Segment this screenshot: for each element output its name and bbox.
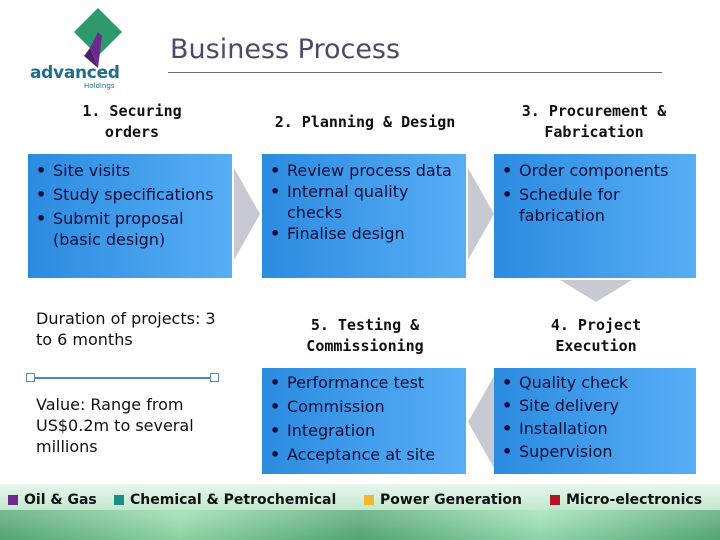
step-2-box: Review process data Internal quality che… bbox=[262, 154, 466, 278]
logo-subtext: Holdings bbox=[84, 82, 115, 90]
step-5-item: Commission bbox=[270, 396, 460, 417]
step-4-heading: 4. Project Execution bbox=[550, 316, 642, 355]
line-handle-left bbox=[26, 373, 35, 382]
duration-note: Duration of projects: 3 to 6 months bbox=[36, 309, 216, 349]
step-3-item: Schedule for fabrication bbox=[502, 184, 690, 226]
step-3-list: Order components Schedule for fabricatio… bbox=[502, 160, 690, 226]
step-1-item: Submit proposal (basic design) bbox=[36, 208, 226, 250]
square-bullet-icon bbox=[550, 495, 560, 505]
step-4-item: Site delivery bbox=[502, 395, 690, 416]
page-title: Business Process bbox=[170, 34, 401, 65]
square-bullet-icon bbox=[8, 495, 18, 505]
step-5-item: Acceptance at site bbox=[270, 444, 460, 465]
divider-line bbox=[32, 377, 216, 379]
title-divider bbox=[168, 72, 662, 73]
footer-item-chemical: Chemical & Petrochemical bbox=[114, 492, 336, 508]
step-1-item: Site visits bbox=[36, 160, 226, 181]
step-4-item: Supervision bbox=[502, 441, 690, 462]
step-3-heading: 3. Procurement & Fabrication bbox=[521, 102, 667, 141]
step-2-item: Finalise design bbox=[270, 223, 460, 244]
step-1-heading: 1. Securing orders bbox=[82, 102, 182, 141]
step-1-box: Site visits Study specifications Submit … bbox=[28, 154, 232, 278]
step-4-list: Quality check Site delivery Installation… bbox=[502, 372, 690, 462]
company-logo bbox=[28, 6, 138, 92]
square-bullet-icon bbox=[364, 495, 374, 505]
step-1-list: Site visits Study specifications Submit … bbox=[36, 160, 226, 250]
step-3-box: Order components Schedule for fabricatio… bbox=[494, 154, 696, 278]
step-3-item: Order components bbox=[502, 160, 690, 181]
step-4-item: Quality check bbox=[502, 372, 690, 393]
value-note: Value: Range from US$0.2m to several mil… bbox=[36, 395, 194, 456]
arrow-right-icon bbox=[234, 168, 260, 260]
step-5-list: Performance test Commission Integration … bbox=[270, 372, 460, 465]
step-4-item: Installation bbox=[502, 418, 690, 439]
logo-text: advanced bbox=[30, 63, 120, 83]
step-2-heading: 2. Planning & Design bbox=[274, 112, 456, 131]
step-5-heading: 5. Testing & Commissioning bbox=[306, 316, 424, 355]
footer-background-image bbox=[0, 510, 720, 540]
step-5-item: Integration bbox=[270, 420, 460, 441]
step-2-item: Internal quality checks bbox=[270, 181, 460, 223]
logo-mark-icon bbox=[74, 8, 122, 68]
step-5-item: Performance test bbox=[270, 372, 460, 393]
arrow-left-icon bbox=[468, 376, 494, 468]
footer-item-oil-gas: Oil & Gas bbox=[8, 492, 97, 508]
step-1-item: Study specifications bbox=[36, 184, 226, 205]
step-5-box: Performance test Commission Integration … bbox=[262, 368, 466, 474]
step-2-list: Review process data Internal quality che… bbox=[270, 160, 460, 244]
step-2-item: Review process data bbox=[270, 160, 460, 181]
line-handle-right bbox=[210, 373, 219, 382]
footer-item-power: Power Generation bbox=[364, 492, 522, 508]
step-4-box: Quality check Site delivery Installation… bbox=[494, 368, 696, 474]
footer-item-micro: Micro-electronics bbox=[550, 492, 702, 508]
square-bullet-icon bbox=[114, 495, 124, 505]
arrow-right-icon bbox=[468, 168, 494, 260]
arrow-down-icon bbox=[560, 280, 632, 302]
